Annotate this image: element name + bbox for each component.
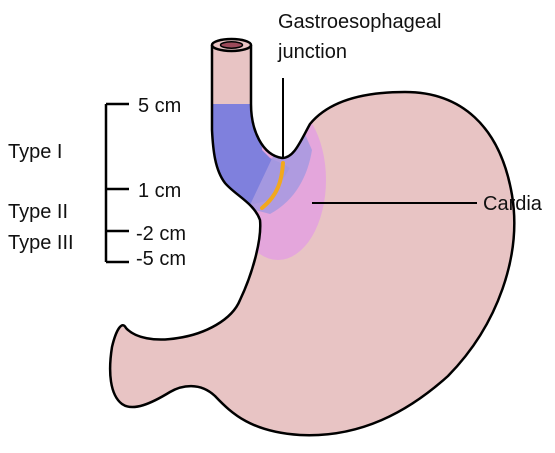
scale-label-minus-2cm: -2 cm [136, 223, 186, 245]
type-ii-label: Type II [8, 201, 68, 223]
scale-label-1cm: 1 cm [138, 180, 181, 202]
esophagus-lumen [221, 42, 243, 48]
junction-label-line2: junction [277, 41, 347, 63]
tumor-zones [200, 100, 326, 260]
scale-label-5cm: 5 cm [138, 95, 181, 117]
junction-label-line1: Gastroesophageal [278, 11, 441, 33]
scale-bracket [106, 104, 129, 262]
type-iii-label: Type III [8, 232, 74, 254]
cardia-label: Cardia [483, 193, 543, 215]
scale-label-minus-5cm: -5 cm [136, 248, 186, 270]
type-i-label: Type I [8, 141, 62, 163]
